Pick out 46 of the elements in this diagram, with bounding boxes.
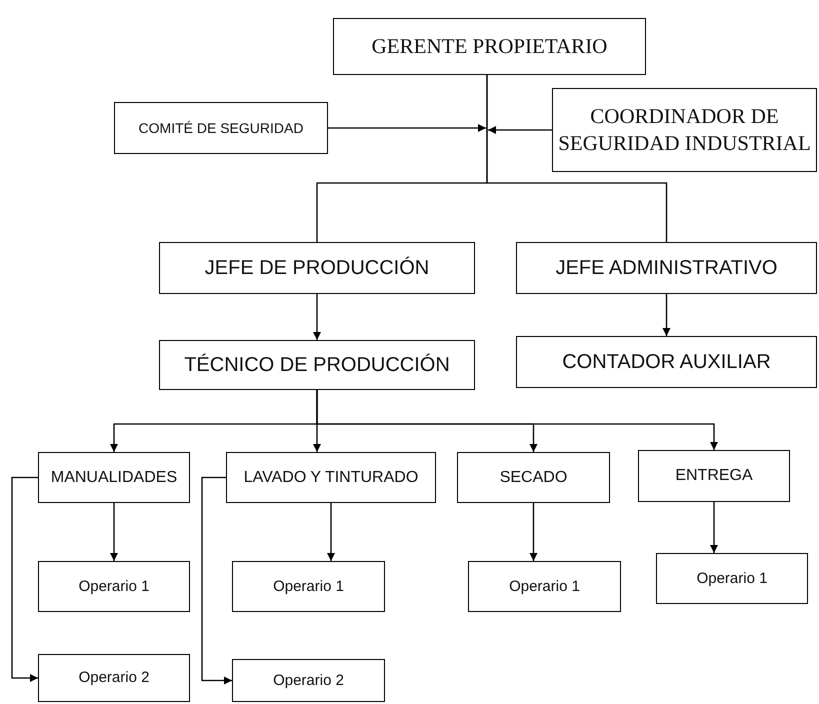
position-title: Operario 1 [509, 578, 580, 596]
position-title: Operario 1 [696, 570, 768, 588]
position-title: Operario 2 [273, 672, 344, 690]
org-chart-box [333, 18, 646, 75]
org-chart-box [226, 452, 436, 503]
arrow [201, 476, 232, 684]
arrow [11, 476, 38, 682]
org-chart-box [159, 242, 475, 294]
org-chart-box [232, 659, 385, 702]
position-title: JEFE ADMINISTRATIVO [556, 256, 778, 280]
position-title: TÉCNICO DE PRODUCCIÓN [184, 353, 450, 377]
org-chart-box [552, 88, 817, 172]
arrow [530, 503, 538, 561]
position-title: Operario 1 [78, 578, 150, 596]
org-chart-box [38, 654, 190, 702]
position-title: SECADO [500, 468, 568, 488]
arrow [328, 124, 486, 132]
org-chart-box [638, 450, 790, 502]
org-chart-box [656, 553, 808, 604]
arrow [110, 503, 118, 561]
position-title: MANUALIDADES [50, 468, 178, 488]
org-chart-box [159, 340, 475, 390]
position-title: Operario 2 [78, 669, 150, 687]
org-chart-box [468, 561, 621, 612]
org-chart-box [114, 102, 328, 154]
position-title: GERENTE PROPIETARIO [372, 32, 608, 60]
org-chart-box [38, 452, 190, 503]
position-title: JEFE DE PRODUCCIÓN [204, 256, 430, 280]
org-chart-box [232, 561, 385, 612]
arrow [662, 294, 670, 336]
position-title: CONTADOR AUXILIAR [562, 350, 771, 374]
arrow [488, 126, 552, 134]
org-chart-box [516, 242, 817, 294]
position-title: COORDINADOR DE SEGURIDAD INDUSTRIAL [557, 102, 812, 157]
org-chart-box [516, 336, 817, 388]
position-title: LAVADO Y TINTURADO [244, 468, 418, 488]
arrow [710, 502, 718, 553]
arrow [316, 390, 718, 450]
connector-line [486, 75, 668, 242]
org-chart-box [457, 452, 610, 503]
org-chart-box [38, 561, 190, 612]
arrow [327, 503, 335, 561]
position-title: Operario 1 [273, 578, 344, 596]
arrow [313, 294, 321, 340]
position-title: ENTREGA [675, 466, 753, 486]
position-title: COMITÉ DE SEGURIDAD [138, 120, 304, 136]
